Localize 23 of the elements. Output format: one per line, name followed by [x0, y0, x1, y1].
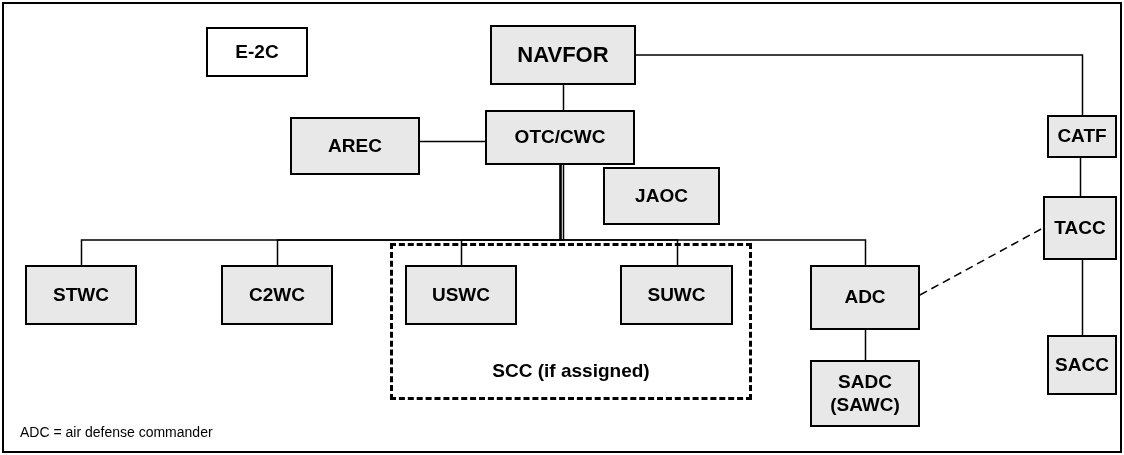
connector-line [864, 329, 867, 361]
connector-line [1081, 259, 1084, 336]
unit-box: SUWC [620, 265, 733, 325]
unit-box: NAVFOR [490, 25, 636, 85]
connector-line [559, 164, 867, 266]
unit-box: E-2C [206, 27, 308, 77]
unit-box: C2WC [221, 265, 333, 325]
unit-box: OTC/CWC [485, 110, 635, 165]
dashed-group-box: SCC (if assigned) USWC SUWC [390, 243, 752, 400]
unit-box: AREC [290, 117, 420, 175]
unit-box: CATF [1047, 115, 1117, 158]
unit-box: JAOC [603, 167, 720, 225]
connector-line [419, 140, 486, 143]
connector-line [1079, 157, 1082, 197]
unit-box: STWC [25, 265, 137, 325]
unit-box: ADC [810, 265, 920, 330]
connector-line [635, 54, 1084, 116]
unit-box: SADC (SAWC) [810, 360, 920, 427]
note-text: ADC = air defense commander [20, 424, 213, 440]
unit-box: SACC [1047, 335, 1117, 395]
unit-box: USWC [405, 265, 517, 325]
unit-box: TACC [1043, 196, 1117, 260]
connector-line [919, 227, 1044, 296]
